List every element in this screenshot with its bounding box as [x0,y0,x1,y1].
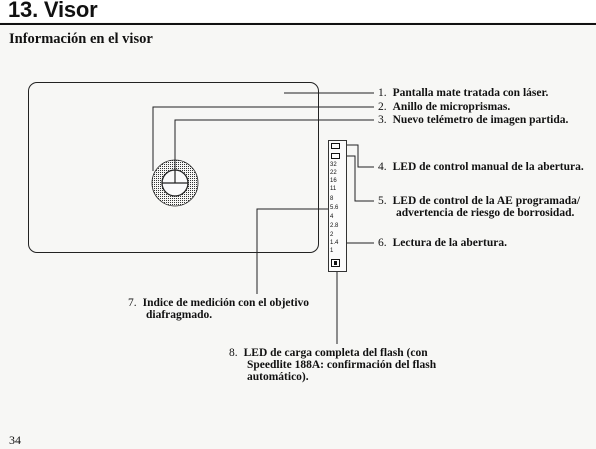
flash-led [331,259,340,267]
aperture-scale [328,140,347,272]
scale-value: 5.6 [330,205,339,211]
scale-value: 16 [330,178,337,184]
scale-value: 1 [330,248,334,254]
scale-value: 32 [330,162,337,168]
callout-5: 5.LED de control de la AE programada/ ad… [378,195,581,219]
scale-value: 2.8 [330,223,339,229]
callout-2: 2.Anillo de microprismas. [378,101,511,113]
scale-value: 11 [330,186,337,192]
scale-value: 1.4 [330,240,339,246]
header-rule [0,23,596,25]
subtitle: Información en el visor [9,31,153,47]
page-number: 34 [9,433,21,447]
section-title: 13. Visor [8,0,98,22]
scale-value: 22 [330,170,337,176]
header-band [0,0,596,22]
viewfinder-frame [28,82,319,253]
manual-aperture-led [331,143,340,149]
program-ae-led [331,153,340,159]
callout-6: 6.Lectura de la abertura. [378,237,507,249]
callout-1: 1.Pantalla mate tratada con láser. [378,87,549,99]
scale-value: 8 [330,196,334,202]
callout-3: 3.Nuevo telémetro de imagen partida. [378,114,569,126]
scale-value: 2 [330,232,334,238]
callout-8: 8.LED de carga completa del flash (con S… [229,347,437,383]
scale-value: 4 [330,214,334,220]
callout-4: 4.LED de control manual de la abertura. [378,161,584,173]
callout-7: 7.Indice de medición con el objetivo dia… [128,297,310,321]
